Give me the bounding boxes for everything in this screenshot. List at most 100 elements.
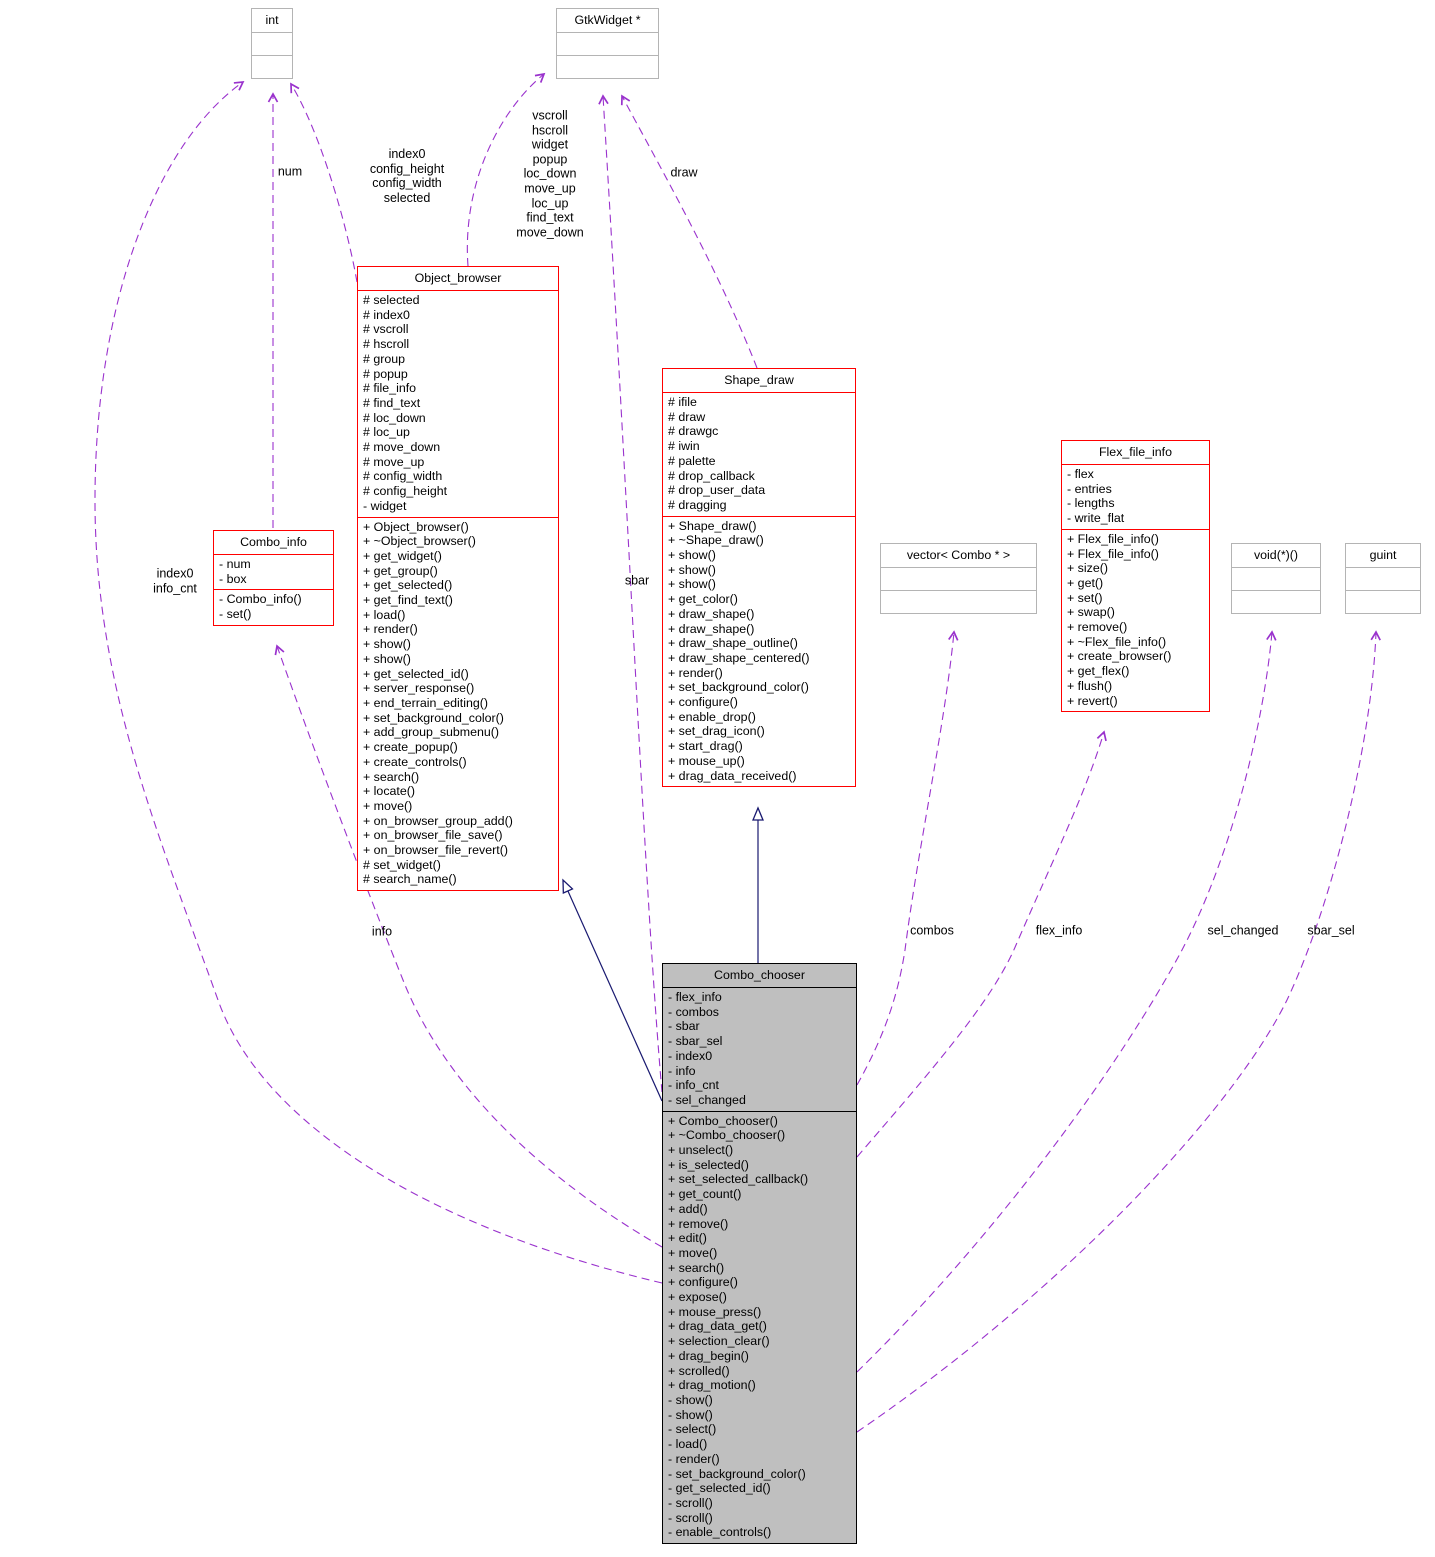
member-line: # move_down: [363, 440, 441, 455]
member-line: find_text: [526, 210, 574, 225]
edge-label-sel-changed: sel_changed: [1208, 924, 1279, 939]
member-line: - set(): [219, 607, 252, 622]
member-line: + Flex_file_info(): [1067, 531, 1159, 546]
member-line: + render(): [363, 622, 418, 637]
member-line: index0: [388, 146, 426, 161]
edge-combo-chooser-combos-to-vector: [856, 630, 959, 1086]
class-methods: [1232, 590, 1320, 613]
edge-shape-draw-draw-to-gtkwidget: [620, 94, 758, 369]
member-line: loc_up: [531, 195, 569, 210]
member-line: - show(): [668, 1392, 713, 1407]
class-methods: [1346, 590, 1420, 613]
member-line: - enable_controls(): [668, 1525, 772, 1540]
member-line: + draw_shape(): [668, 606, 755, 621]
class-methods: - Combo_info()- set(): [214, 589, 333, 624]
class-node-combo-info[interactable]: Combo_info - num- box - Combo_info()- se…: [213, 530, 334, 626]
class-node-flex-file-info[interactable]: Flex_file_info - flex- entries- lengths-…: [1061, 440, 1210, 713]
member-line: + is_selected(): [668, 1157, 749, 1172]
member-line: + get_group(): [363, 563, 438, 578]
class-title: GtkWidget *: [574, 13, 641, 27]
class-attributes: [252, 32, 292, 55]
member-line: + drag_data_get(): [668, 1319, 767, 1334]
member-line: - scroll(): [668, 1510, 713, 1525]
class-methods: + Shape_draw()+ ~Shape_draw()+ show()+ s…: [663, 515, 855, 787]
member-line: + move(): [668, 1245, 718, 1260]
member-line: - sbar_sel: [668, 1034, 723, 1049]
member-line: + Flex_file_info(): [1067, 546, 1159, 561]
member-line: # popup: [363, 366, 408, 381]
member-line: - load(): [668, 1437, 708, 1452]
edge-combo-chooser-sbar-sel-to-guint: [856, 630, 1381, 1433]
edge-combo-chooser-inherits-object-browser: [562, 878, 663, 1102]
member-line: + show(): [363, 651, 411, 666]
edge-label-info: info: [372, 925, 392, 940]
member-line: - lengths: [1067, 496, 1115, 511]
class-node-shape-draw[interactable]: Shape_draw # ifile# draw# drawgc# iwin# …: [662, 368, 856, 788]
member-line: + get_selected_id(): [363, 666, 469, 681]
member-line: + draw_shape_centered(): [668, 650, 810, 665]
member-line: popup: [532, 152, 568, 167]
member-line: + get_count(): [668, 1187, 742, 1202]
member-line: + ~Flex_file_info(): [1067, 634, 1167, 649]
class-node-void-fn: void(*)(): [1231, 543, 1321, 614]
member-line: + remove(): [1067, 620, 1128, 635]
member-line: # set_widget(): [363, 857, 441, 872]
member-line: - flex: [1067, 467, 1094, 481]
member-line: + Shape_draw(): [668, 518, 757, 533]
member-line: hscroll: [531, 122, 569, 137]
member-line: - Combo_info(): [219, 592, 302, 607]
class-title: Flex_file_info: [1098, 445, 1172, 459]
member-line: + set(): [1067, 590, 1103, 605]
member-line: + unselect(): [668, 1143, 734, 1158]
member-line: # loc_down: [363, 410, 426, 425]
member-line: loc_down: [523, 166, 577, 181]
member-line: config_width: [372, 176, 442, 190]
member-line: + show(): [668, 577, 716, 592]
member-line: + set_background_color(): [363, 710, 504, 725]
class-attributes: [557, 32, 658, 55]
member-line: combos: [910, 923, 954, 938]
class-methods: + Object_browser()+ ~Object_browser()+ g…: [358, 516, 558, 891]
class-node-int: int: [251, 8, 293, 79]
member-line: # ifile: [668, 395, 697, 409]
class-attributes: - flex- entries- lengths- write_flat: [1062, 464, 1209, 529]
edge-combo-chooser-sel-changed-to-void-fn: [856, 630, 1277, 1373]
member-line: sbar_sel: [1307, 923, 1355, 938]
member-line: # drop_callback: [668, 468, 755, 483]
member-line: - scroll(): [668, 1495, 713, 1510]
member-line: - entries: [1067, 481, 1112, 496]
member-line: + create_controls(): [363, 754, 467, 769]
member-line: + configure(): [668, 1275, 738, 1290]
member-line: flex_info: [1035, 923, 1083, 938]
edge-combo-chooser-info-to-combo-info: [274, 644, 663, 1248]
member-line: - get_selected_id(): [668, 1481, 771, 1496]
member-line: - sbar: [668, 1019, 700, 1034]
member-line: + ~Shape_draw(): [668, 533, 764, 548]
member-line: + revert(): [1067, 693, 1118, 708]
member-line: + on_browser_file_save(): [363, 828, 503, 843]
member-line: + get_find_text(): [363, 593, 453, 608]
edge-object-browser-to-gtkwidget: [466, 72, 546, 267]
member-line: - flex_info: [668, 990, 722, 1004]
member-line: + add(): [668, 1201, 708, 1216]
member-line: # vscroll: [363, 322, 409, 337]
member-line: # hscroll: [363, 337, 410, 352]
member-line: + mouse_up(): [668, 753, 745, 768]
class-node-object-browser[interactable]: Object_browser # selected# index0# vscro…: [357, 266, 559, 892]
member-line: - index0: [668, 1048, 713, 1063]
edge-combo-chooser-index0-info-cnt-to-int: [94, 80, 663, 1284]
member-line: + on_browser_group_add(): [363, 813, 513, 828]
member-line: # config_width: [363, 469, 443, 484]
member-line: + add_group_submenu(): [363, 725, 500, 740]
member-line: # drawgc: [668, 424, 719, 439]
member-line: - sel_changed: [668, 1092, 746, 1107]
member-line: + search(): [668, 1260, 725, 1275]
member-line: + ~Object_browser(): [363, 534, 476, 549]
member-line: info_cnt: [153, 581, 197, 595]
class-attributes: [1346, 567, 1420, 590]
